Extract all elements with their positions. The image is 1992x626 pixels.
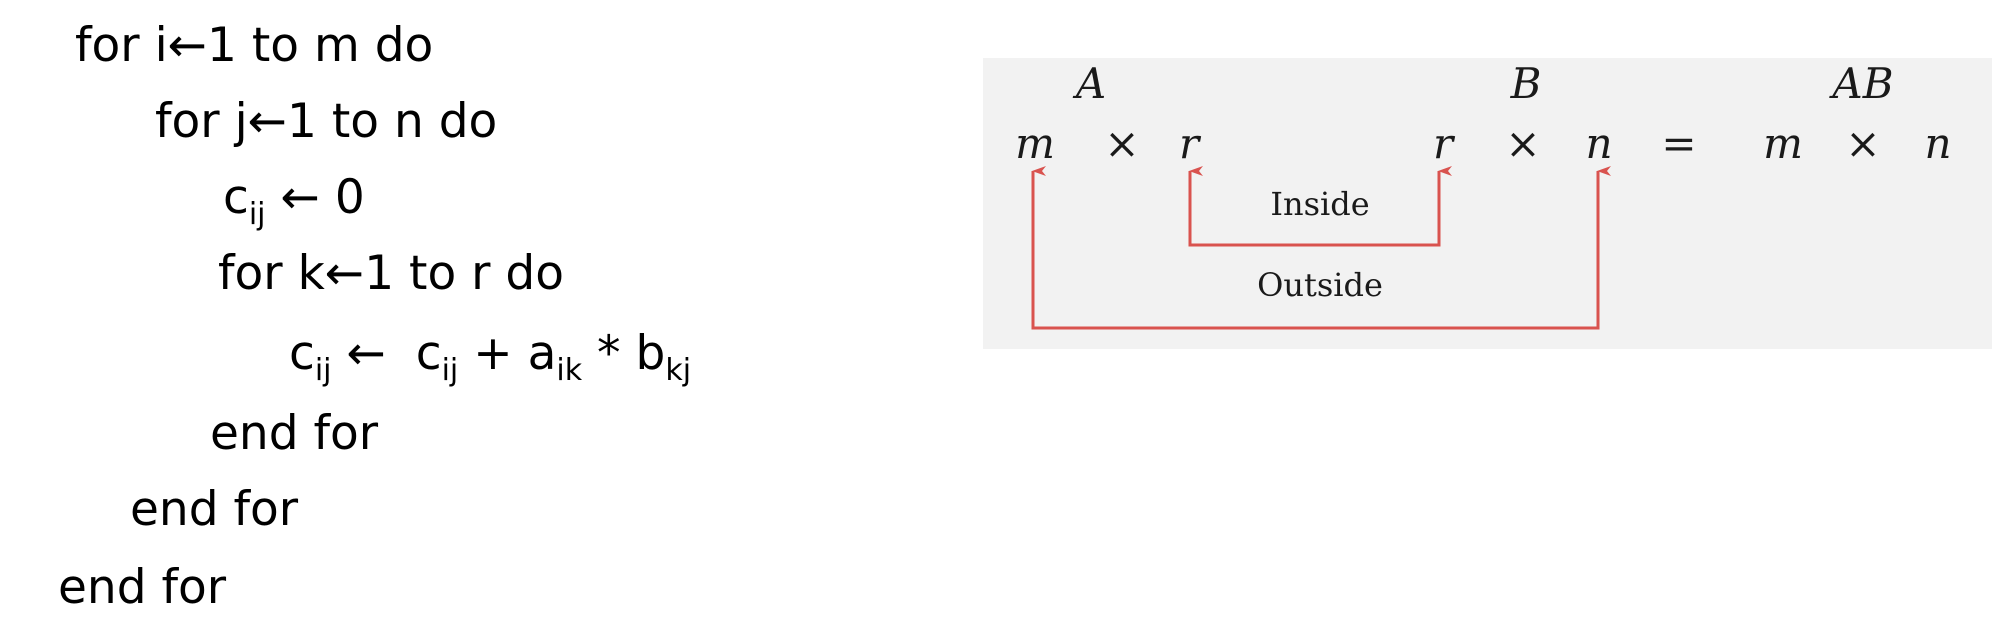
dim-n-b: n bbox=[1585, 119, 1612, 168]
assign-arrow: ← bbox=[346, 326, 386, 381]
equals-sign: = bbox=[1661, 119, 1696, 168]
matrix-ab-label: AB bbox=[1828, 59, 1893, 108]
times-sign-ab: × bbox=[1845, 119, 1880, 168]
loop-range: 1 to m do bbox=[207, 18, 434, 73]
dim-m-ab: m bbox=[1763, 119, 1803, 168]
var-c: c bbox=[415, 326, 442, 381]
pseudocode-block: for i←1 to m do for j←1 to n do cij ← 0 … bbox=[0, 0, 760, 626]
code-line-accumulate: cij ← cij + aik * bkj bbox=[289, 330, 691, 386]
code-line-end-for-i: end for bbox=[58, 560, 227, 615]
diagram-background bbox=[983, 58, 1992, 349]
times-sign-b: × bbox=[1505, 119, 1540, 168]
code-line-for-k: for k←1 to r do bbox=[218, 250, 564, 297]
loop-range: 1 to n do bbox=[287, 94, 498, 149]
loop-var-i: i bbox=[154, 18, 168, 73]
assign-arrow: ← bbox=[167, 18, 208, 73]
dim-r-b: r bbox=[1433, 119, 1456, 168]
inside-bracket-arrow bbox=[1188, 166, 1452, 247]
outside-label: Outside bbox=[1257, 266, 1383, 304]
matrix-dimension-diagram: A B AB m × r r × n = m × n Inside Outsid… bbox=[983, 58, 1992, 349]
plus-operator: + bbox=[473, 326, 513, 381]
dim-r-a: r bbox=[1179, 119, 1202, 168]
times-sign-a: × bbox=[1104, 119, 1139, 168]
inside-label: Inside bbox=[1270, 185, 1369, 223]
matrix-b-label: B bbox=[1510, 59, 1542, 108]
var-c: c bbox=[289, 326, 315, 381]
code-line-end-for-j: end for bbox=[130, 482, 299, 537]
loop-var-k: k bbox=[297, 246, 325, 301]
dim-m-a: m bbox=[1015, 119, 1055, 168]
var-b: b bbox=[635, 326, 666, 381]
var-a: a bbox=[527, 326, 557, 381]
subscript: ij bbox=[441, 353, 459, 388]
assign-arrow: ← bbox=[280, 170, 320, 225]
keyword-for: for bbox=[75, 18, 140, 73]
subscript: ik bbox=[556, 353, 583, 388]
var-c: c bbox=[223, 170, 249, 225]
loop-var-j: j bbox=[234, 94, 248, 149]
subscript: kj bbox=[665, 353, 692, 388]
value-zero: 0 bbox=[334, 170, 365, 225]
outside-bracket-arrow bbox=[1031, 166, 1611, 330]
assign-arrow: ← bbox=[247, 94, 288, 149]
multiply-operator: * bbox=[597, 326, 621, 381]
code-line-end-for-k: end for bbox=[210, 406, 379, 461]
code-line-init-cij: cij ← 0 bbox=[223, 174, 365, 230]
loop-range: 1 to r do bbox=[364, 246, 565, 301]
subscript: ij bbox=[314, 353, 332, 388]
dim-n-ab: n bbox=[1924, 119, 1951, 168]
keyword-for: for bbox=[155, 94, 220, 149]
matrix-a-label: A bbox=[1072, 59, 1106, 108]
assign-arrow: ← bbox=[324, 246, 365, 301]
subscript: ij bbox=[248, 197, 266, 232]
keyword-for: for bbox=[218, 246, 283, 301]
code-line-for-j: for j←1 to n do bbox=[155, 98, 497, 145]
code-line-for-i: for i←1 to m do bbox=[75, 22, 433, 69]
